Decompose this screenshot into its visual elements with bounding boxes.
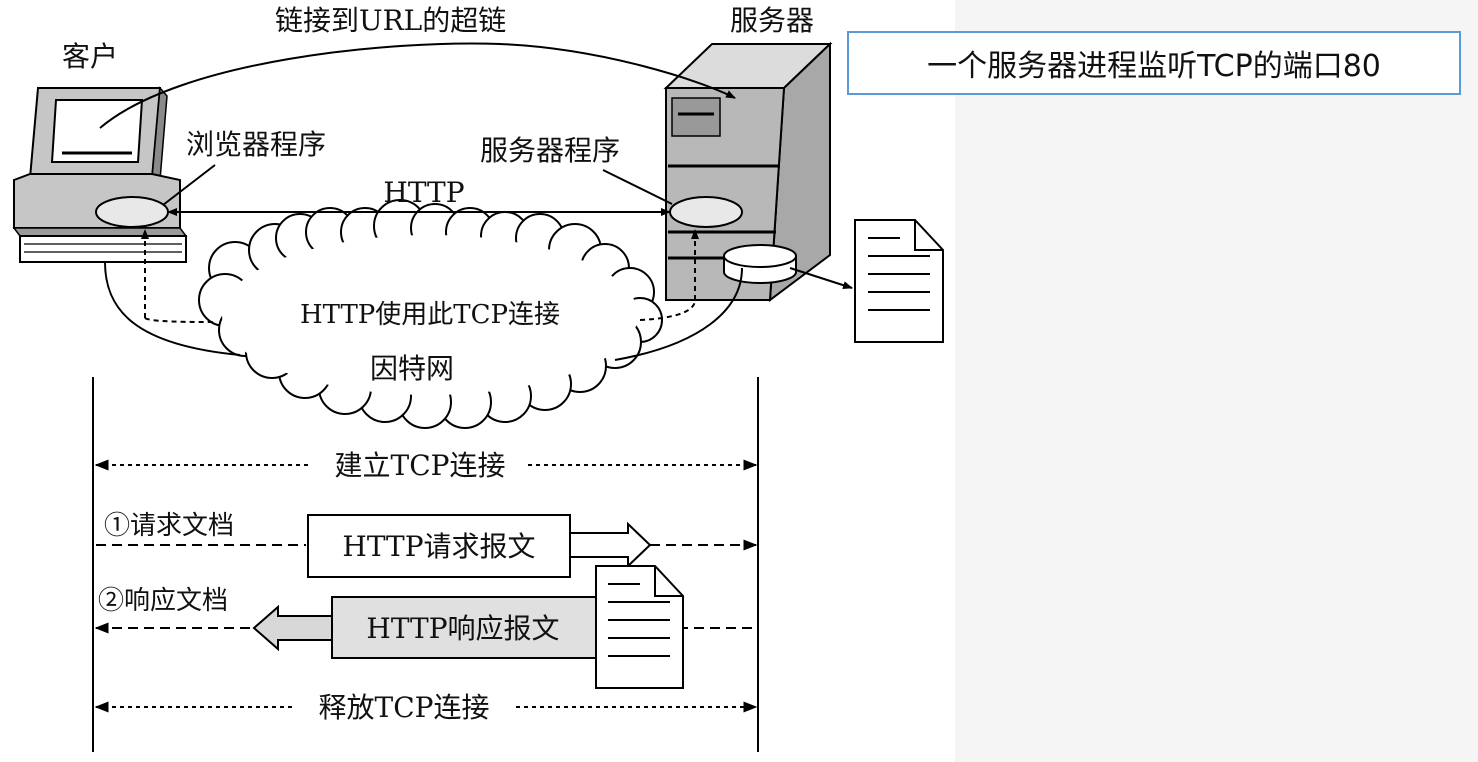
- http-request-label: HTTP请求报文: [342, 530, 535, 563]
- client-computer: [12, 86, 188, 263]
- http-response-box: [331, 596, 597, 659]
- timeline: [92, 377, 759, 752]
- disk-icon: [723, 244, 797, 284]
- release-tcp-label: 释放TCP连接: [319, 691, 490, 724]
- browser-program-oval: [95, 196, 169, 228]
- http-response-label: HTTP响应报文: [366, 612, 559, 645]
- http-protocol-label: HTTP: [383, 176, 464, 209]
- request-document-label: ①请求文档: [104, 511, 234, 541]
- internet-label: 因特网: [370, 352, 454, 385]
- right-background-panel: [955, 0, 1478, 762]
- hyperlink-label: 链接到URL的超链: [275, 4, 506, 37]
- browser-program-label: 浏览器程序: [186, 128, 326, 161]
- request-arrow-icon: [569, 521, 652, 569]
- client-label: 客户: [62, 40, 118, 73]
- server-label: 服务器: [730, 4, 814, 37]
- server-program-label: 服务器程序: [480, 134, 620, 167]
- server-tower: [663, 41, 833, 303]
- response-document-label: ②响应文档: [98, 586, 228, 616]
- http-request-box: [307, 514, 571, 578]
- server-program-oval: [669, 196, 743, 228]
- http-uses-tcp-label: HTTP使用此TCP连接: [300, 300, 560, 330]
- establish-tcp-label: 建立TCP连接: [335, 449, 506, 482]
- response-document-icon: [595, 565, 684, 689]
- response-arrow-icon: [252, 604, 333, 652]
- document-icon: [854, 219, 944, 343]
- connection-lines: [99, 42, 743, 361]
- callout-text: 一个服务器进程监听TCP的端口80: [927, 49, 1381, 84]
- callout-box: 一个服务器进程监听TCP的端口80: [847, 31, 1461, 95]
